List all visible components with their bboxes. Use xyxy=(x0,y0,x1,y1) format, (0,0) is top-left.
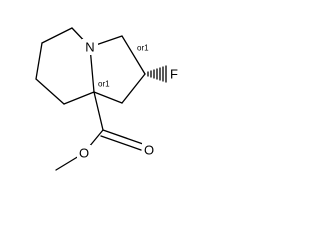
bond-right-ring-top xyxy=(121,35,146,75)
bond-left-ring-side xyxy=(35,42,43,80)
bond-carbonyl-double-2 xyxy=(100,135,142,151)
stereo-label-fluoro-carbon: or1 xyxy=(137,44,149,53)
bond-carbonyl-double-1 xyxy=(102,129,144,145)
nitrogen-atom-label: N xyxy=(82,39,98,55)
bond-left-ring-to-bridgehead xyxy=(63,91,95,105)
chemical-structure-diagram: N F O O or1 or1 xyxy=(35,27,181,171)
svg-text:O: O xyxy=(144,143,154,158)
bond-left-ring-bottom xyxy=(35,78,65,105)
svg-text:F: F xyxy=(170,67,178,82)
bond-right-ring-bottom xyxy=(93,91,123,104)
hashed-wedge-bond xyxy=(147,65,167,83)
bond-right-ring-side xyxy=(121,73,146,104)
svg-text:O: O xyxy=(79,146,89,161)
stereo-label-bridgehead-carbon: or1 xyxy=(98,80,110,89)
carbonyl-oxygen-label: O xyxy=(142,142,156,158)
svg-text:N: N xyxy=(85,40,94,55)
bond-bridgehead-carbonyl xyxy=(93,91,104,131)
bond-left-ring-top xyxy=(41,27,73,44)
ester-oxygen-label: O xyxy=(77,145,91,161)
fluorine-atom-label: F xyxy=(167,66,181,82)
